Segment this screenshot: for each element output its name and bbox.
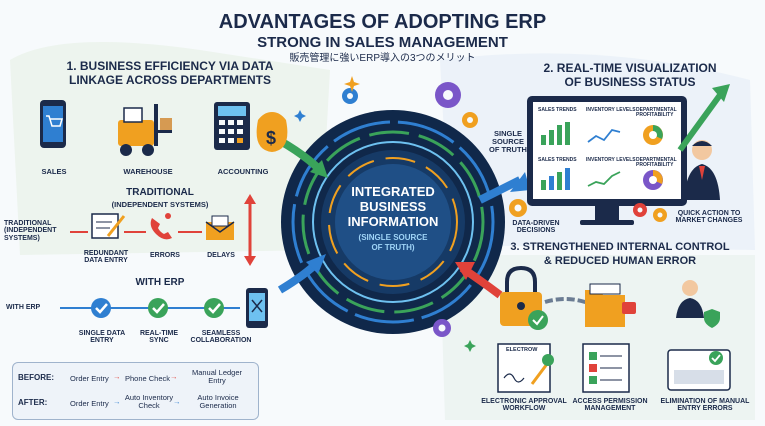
- traditional-left-label: TRADITIONAL (INDEPENDENT SYSTEMS): [4, 220, 57, 242]
- traditional-arrows: [70, 194, 256, 266]
- witherp-title: WITH ERP: [135, 277, 185, 288]
- after-label: AFTER:: [18, 398, 48, 407]
- folder-lock-icon: [585, 283, 636, 327]
- traditional-subtitle: (INDEPENDENT SYSTEMS): [111, 200, 209, 209]
- sparkle-icon: [464, 340, 476, 352]
- after-arrow-2: →: [173, 397, 181, 406]
- panel-label: INVENTORY LEVELS: [586, 157, 636, 163]
- step-label-redundant: REDUNDANT DATA ENTRY: [83, 250, 129, 265]
- main-title: ADVANTAGES OF ADOPTING ERP: [218, 11, 547, 33]
- phone-icon: [150, 213, 172, 240]
- document-header-label: ELECTROW: [506, 347, 538, 353]
- witherp-left-label: WITH ERP: [6, 304, 41, 311]
- section2-heading-line2: OF BUSINESS STATUS: [564, 75, 696, 89]
- arrow-head-red: [455, 262, 475, 280]
- panel-label: DEPARTMENTAL PROFITABILITY: [636, 157, 677, 169]
- gear-icon: [509, 199, 527, 217]
- smartphone-cart-icon: [40, 100, 66, 148]
- hub-title-line2: BUSINESS: [359, 199, 427, 214]
- dashboard-line-chart: [587, 128, 621, 143]
- traditional-title: TRADITIONAL: [126, 187, 194, 198]
- hub-title-line3: INFORMATION: [347, 214, 439, 229]
- before-after-panel: [12, 362, 259, 420]
- padlock-icon: [500, 265, 548, 330]
- before-step-2: Phone Check: [125, 374, 171, 383]
- hub-title-line1: INTEGRATED: [351, 184, 435, 199]
- dashboard-line-chart: [587, 171, 621, 187]
- section1-heading-line2: LINKAGE ACROSS DEPARTMENTS: [68, 73, 271, 87]
- tablet-sync-icon: [246, 288, 268, 328]
- section2-heading: 2. REAL-TIME VISUALIZATION: [543, 61, 717, 75]
- checkmark-icon: [148, 298, 168, 318]
- after-step-3: Auto Invoice Generation: [197, 393, 239, 411]
- dashboard-bar-chart: [541, 122, 570, 145]
- manual-error-caption: ELIMINATION OF MANUAL ENTRY ERRORS: [660, 398, 750, 413]
- user-shield-icon: [676, 280, 720, 328]
- subtitle: 販売管理に強いERP導入の3つのメリット: [289, 53, 476, 64]
- data-driven-caption: DATA-DRIVEN DECISIONS: [512, 220, 560, 235]
- dashboard-pie-chart: [643, 125, 663, 145]
- hub-subtitle-line1: (SINGLE SOURCE: [358, 233, 428, 242]
- calculator-icon: [214, 102, 250, 150]
- before-arrow-1: →: [113, 372, 121, 381]
- panel-label: DEPARTMENTAL PROFITABILITY: [636, 107, 677, 119]
- arrow-head-green: [310, 160, 328, 178]
- section1-heading: 1. BUSINESS EFFICIENCY VIA DATA: [66, 59, 274, 73]
- envelope-icon: [205, 215, 235, 240]
- quick-action-caption: QUICK ACTION TO MARKET CHANGES: [675, 210, 743, 225]
- section3-heading-line2: & REDUCED HUMAN ERROR: [543, 255, 697, 267]
- step-label-errors: ERRORS: [150, 252, 180, 259]
- main-title-line2: STRONG IN SALES MANAGEMENT: [257, 34, 508, 51]
- sparkle-icon: [344, 76, 360, 92]
- step-label-realtime-sync: REAL-TIME SYNC: [139, 330, 179, 345]
- businessman-icon: [684, 140, 720, 200]
- approval-workflow-caption: ELECTRONIC APPROVAL WORKFLOW: [481, 398, 567, 413]
- permission-screen-icon: [582, 343, 630, 393]
- pencil-document-icon: [91, 213, 126, 239]
- single-source-label: SINGLE SOURCE OF TRUTH: [489, 129, 527, 154]
- before-step-1: Order Entry: [70, 374, 109, 383]
- after-step-2: Auto Inventory Check: [124, 393, 174, 411]
- gear-icon: [433, 319, 451, 337]
- gear-icon: [342, 88, 358, 104]
- dept-label-warehouse: WAREHOUSE: [123, 167, 173, 176]
- gear-icon: [653, 208, 667, 222]
- dashboard-pie-chart: [643, 170, 663, 190]
- checkmark-icon: [204, 298, 224, 318]
- arrow-head-blue: [306, 254, 326, 274]
- before-label: BEFORE:: [18, 373, 54, 382]
- dept-label-sales: SALES: [41, 167, 67, 176]
- keyboard-icon: [667, 349, 731, 391]
- money-bag-icon: $: [256, 112, 288, 152]
- step-label-delays: DELAYS: [207, 252, 235, 259]
- section3-heading: 3. STRENGTHENED INTERNAL CONTROL: [510, 241, 730, 253]
- access-permission-caption: ACCESS PERMISSION MANAGEMENT: [572, 398, 648, 413]
- gear-icon: [462, 112, 478, 128]
- after-arrow-1: →: [113, 397, 121, 406]
- svg-text:$: $: [266, 128, 276, 148]
- dept-label-accounting: ACCOUNTING: [217, 167, 269, 176]
- panel-label: SALES TRENDS: [538, 107, 577, 113]
- dashboard-bar-chart: [541, 168, 570, 190]
- arrow-head-right: [510, 172, 530, 192]
- before-arrow-2: →: [170, 372, 178, 381]
- arrow-hub-to-visualization: [478, 176, 522, 204]
- before-step-3: Manual Ledger Entry: [191, 368, 243, 386]
- step-label-collaboration: SEAMLESS COLLABORATION: [190, 330, 252, 345]
- step-label-single-entry: SINGLE DATA ENTRY: [78, 330, 126, 345]
- trend-arrow-icon: [677, 84, 730, 152]
- central-hub: [281, 110, 505, 334]
- after-step-1: Order Entry: [70, 399, 109, 408]
- panel-label: INVENTORY LEVELS: [586, 107, 636, 113]
- hub-subtitle-line2: OF TRUTH): [371, 243, 415, 252]
- checkmark-icon: [91, 298, 111, 318]
- panel-label: SALES TRENDS: [538, 157, 577, 163]
- sparkle-icon: [294, 110, 306, 122]
- gear-icon: [435, 82, 461, 108]
- gear-icon: [633, 203, 647, 217]
- forklift-icon: [118, 104, 172, 156]
- approval-document-icon: [497, 343, 554, 393]
